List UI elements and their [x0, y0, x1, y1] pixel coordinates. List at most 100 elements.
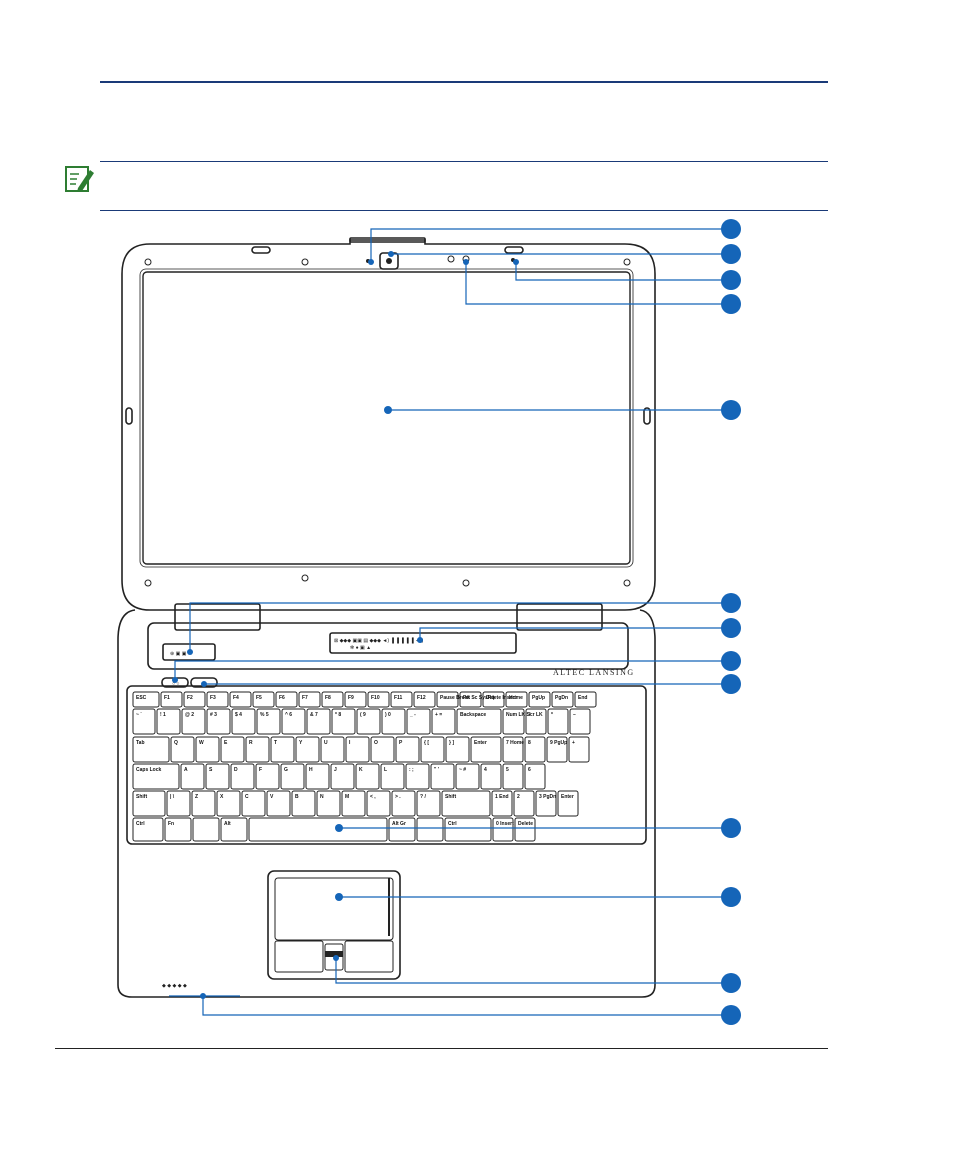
key-label: O [374, 740, 378, 746]
speaker-brand-label: ALTEC LANSING [553, 668, 635, 677]
key-label: ! 1 [160, 712, 166, 718]
key-label: ~ ` [136, 712, 142, 718]
key-label: 3 PgDn [539, 794, 556, 800]
key-label: | \ [170, 794, 174, 800]
key-label: Backspace [460, 712, 486, 718]
key-label: F1 [164, 695, 170, 701]
keyboard-key[interactable] [417, 818, 443, 841]
key-label: T [274, 740, 277, 746]
key-label: PgUp [532, 695, 545, 701]
key-label: 9 PgUp [550, 740, 567, 746]
key-label: 7 Home [506, 740, 524, 746]
key-label: Caps Lock [136, 767, 161, 773]
key-label: @ 2 [185, 712, 194, 718]
key-label: F12 [417, 695, 426, 701]
key-label: Ctrl [448, 821, 457, 827]
key-label: Q [174, 740, 178, 746]
key-label: _ - [410, 712, 416, 718]
key-label: { [ [424, 740, 429, 746]
key-label: $ 4 [235, 712, 242, 718]
key-label: F2 [187, 695, 193, 701]
key-label: * [551, 712, 553, 718]
callout-markers [721, 219, 741, 1025]
key-label: 2 [517, 794, 520, 800]
key-label: Delete [518, 821, 533, 827]
key-label: + = [435, 712, 442, 718]
key-label: Shift [445, 794, 456, 800]
callout-marker [721, 270, 741, 290]
key-label: 0 Insert [496, 821, 514, 827]
key-label: 8 [528, 740, 531, 746]
callout-marker [721, 244, 741, 264]
key-label: I [349, 740, 350, 746]
key-label: Tab [136, 740, 145, 746]
key-label: " ' [434, 767, 439, 773]
key-label: W [199, 740, 204, 746]
callout-marker [721, 674, 741, 694]
key-label: & 7 [310, 712, 318, 718]
key-label: F7 [302, 695, 308, 701]
key-label: F3 [210, 695, 216, 701]
callout-marker [721, 1005, 741, 1025]
key-label: Alt [224, 821, 231, 827]
key-label: ) 0 [385, 712, 391, 718]
keyboard-key[interactable] [249, 818, 387, 841]
key-label: : ; [409, 767, 414, 773]
key-label: F5 [256, 695, 262, 701]
key-label: / [529, 712, 530, 718]
keyboard-key[interactable] [193, 818, 219, 841]
key-label: + [572, 740, 575, 746]
key-label: K [359, 767, 363, 773]
key-label: B [295, 794, 299, 800]
key-label: Y [299, 740, 302, 746]
key-label: Home [509, 695, 523, 701]
display-lid [122, 240, 655, 610]
key-label: ? / [420, 794, 426, 800]
key-label: S [209, 767, 212, 773]
key-label: F10 [371, 695, 380, 701]
callout-marker [721, 618, 741, 638]
touchpad [268, 871, 400, 979]
key-label: F4 [233, 695, 239, 701]
key-label: H [309, 767, 313, 773]
svg-text:⊠ ◆◆◆ ▣▣ ▤ ◆◆◆ ◄) ▐ ▐: ⊠ ◆◆◆ ▣▣ ▤ ◆◆◆ ◄) ▐ ▐ ▐ ▐ ▐ ◄)) [334, 637, 424, 644]
key-label: X [220, 794, 223, 800]
key-label: 5 [506, 767, 509, 773]
key-label: Shift [136, 794, 147, 800]
key-label: J [334, 767, 337, 773]
key-label: N [320, 794, 324, 800]
key-label: Z [195, 794, 198, 800]
key-label: R [249, 740, 253, 746]
callout-marker [721, 400, 741, 420]
key-label: – [573, 712, 576, 718]
key-label: } ] [449, 740, 454, 746]
key-label: # 3 [210, 712, 217, 718]
display-screen [143, 272, 630, 564]
key-label: Num LK Scr LK [506, 712, 543, 718]
key-label: Ctrl [136, 821, 145, 827]
key-label: L [384, 767, 387, 773]
svg-text:✻ ● ▣ ▲: ✻ ● ▣ ▲ [350, 645, 371, 651]
key-label: F [259, 767, 262, 773]
key-label: End [578, 695, 587, 701]
key-label: C [245, 794, 249, 800]
key-label: Enter [474, 740, 487, 746]
key-label: Alt Gr [392, 821, 406, 827]
key-label: ^ 6 [285, 712, 292, 718]
key-label: F9 [348, 695, 354, 701]
key-label: % 5 [260, 712, 269, 718]
key-label: Fn [168, 821, 174, 827]
key-label: A [184, 767, 188, 773]
key-label: 1 End [495, 794, 509, 800]
key-label: U [324, 740, 328, 746]
key-label: F11 [394, 695, 402, 701]
key-label: * 8 [335, 712, 341, 718]
key-label: < , [370, 794, 376, 800]
callout-marker [721, 651, 741, 671]
callout-marker [721, 219, 741, 239]
key-label: F6 [279, 695, 285, 701]
key-label: 6 [528, 767, 531, 773]
callout-marker [721, 294, 741, 314]
key-label: 4 [484, 767, 487, 773]
